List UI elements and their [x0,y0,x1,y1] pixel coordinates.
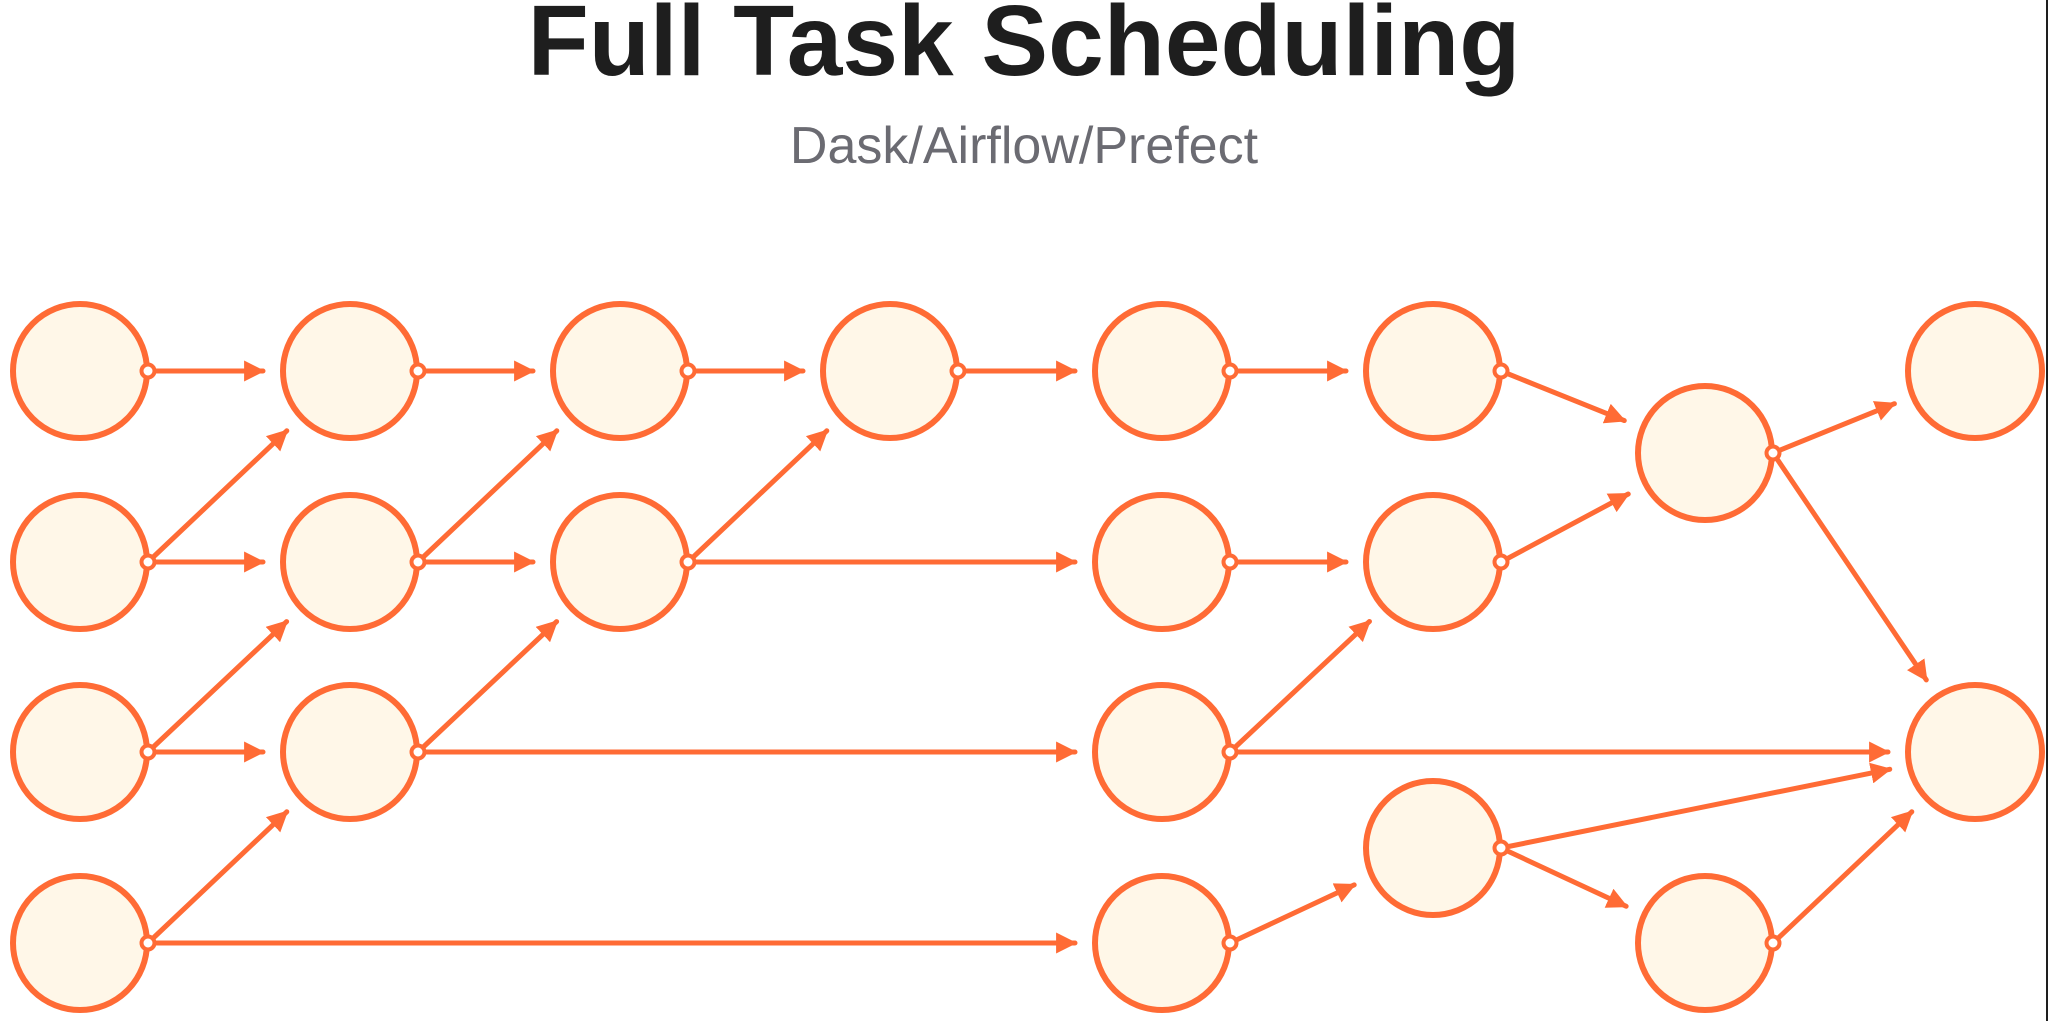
task-node-c4r3 [1092,873,1232,1013]
dag-edge-c0r2-c1r1 [145,619,290,755]
task-node-c0r1 [10,492,150,632]
node-output-port-c3r0 [949,362,967,380]
node-output-port-c0r2 [139,743,157,761]
task-node-c7r2 [1905,682,2045,822]
task-node-c5r2b [1363,778,1503,918]
dag-edge-c4r2-c5r1 [1227,618,1372,755]
node-output-port-c5r0 [1492,362,1510,380]
dag-edge-c5r0-c6r0b [1498,368,1627,424]
node-output-port-c1r1 [409,553,427,571]
dag-edge-c0r3-c1r2 [145,809,290,946]
node-output-port-c4r3 [1221,934,1239,952]
task-node-c4r2 [1092,682,1232,822]
dag-edge-c5r2b-c7r2 [1498,762,1893,851]
dag-edges [145,360,1929,954]
task-node-c6r3 [1635,873,1775,1013]
page-edge-divider [2046,0,2048,1021]
node-output-port-c2r0 [679,362,697,380]
node-output-port-c6r3 [1764,934,1782,952]
task-node-c4r1 [1092,492,1232,632]
dag-edge-c1r1-c2r0 [415,428,560,565]
task-node-c1r2 [280,682,420,822]
node-output-port-c0r0 [139,362,157,380]
task-node-c2r0 [550,301,690,441]
task-node-c6r0b [1635,383,1775,523]
node-output-port-c1r0 [409,362,427,380]
dag-edge-c6r0b-c7r2 [1770,450,1929,683]
task-node-c7r0 [1905,301,2045,441]
dag-edge-c4r3-c5r2b [1227,882,1357,946]
node-output-port-c4r2 [1221,743,1239,761]
node-output-port-c2r1 [679,553,697,571]
node-output-port-c0r3 [139,934,157,952]
task-node-c3r0 [820,301,960,441]
task-node-c1r0 [280,301,420,441]
task-node-c5r0 [1363,301,1503,441]
node-output-port-c5r1 [1492,553,1510,571]
dag-edge-c5r1-c6r0b [1498,491,1631,565]
node-output-port-c0r1 [139,553,157,571]
page-subtitle: Dask/Airflow/Prefect [789,117,1259,175]
dag-edge-c5r2b-c6r3 [1498,845,1629,909]
dag-nodes [10,301,2045,1013]
task-node-c1r1 [280,492,420,632]
task-node-c0r2 [10,682,150,822]
node-output-port-c6r0b [1764,444,1782,462]
node-output-port-c5r2b [1492,839,1510,857]
node-output-port-c4r1 [1221,553,1239,571]
task-node-c4r0 [1092,301,1232,441]
task-node-c0r3 [10,873,150,1013]
task-node-c5r1 [1363,492,1503,632]
node-output-port-c4r0 [1221,362,1239,380]
page-title: Full Task Scheduling [527,0,1521,97]
task-node-c2r1 [550,492,690,632]
dag-edge-c6r0b-c7r0 [1770,401,1897,456]
dag-edge-c2r1-c3r0 [685,428,830,565]
dag-edge-c0r1-c1r0 [145,428,290,565]
dag-edge-c1r2-c2r1 [415,619,560,755]
dag-ports [139,362,1782,952]
node-output-port-c1r2 [409,743,427,761]
dag-edge-c6r3-c7r2 [1770,809,1915,946]
task-node-c0r0 [10,301,150,441]
